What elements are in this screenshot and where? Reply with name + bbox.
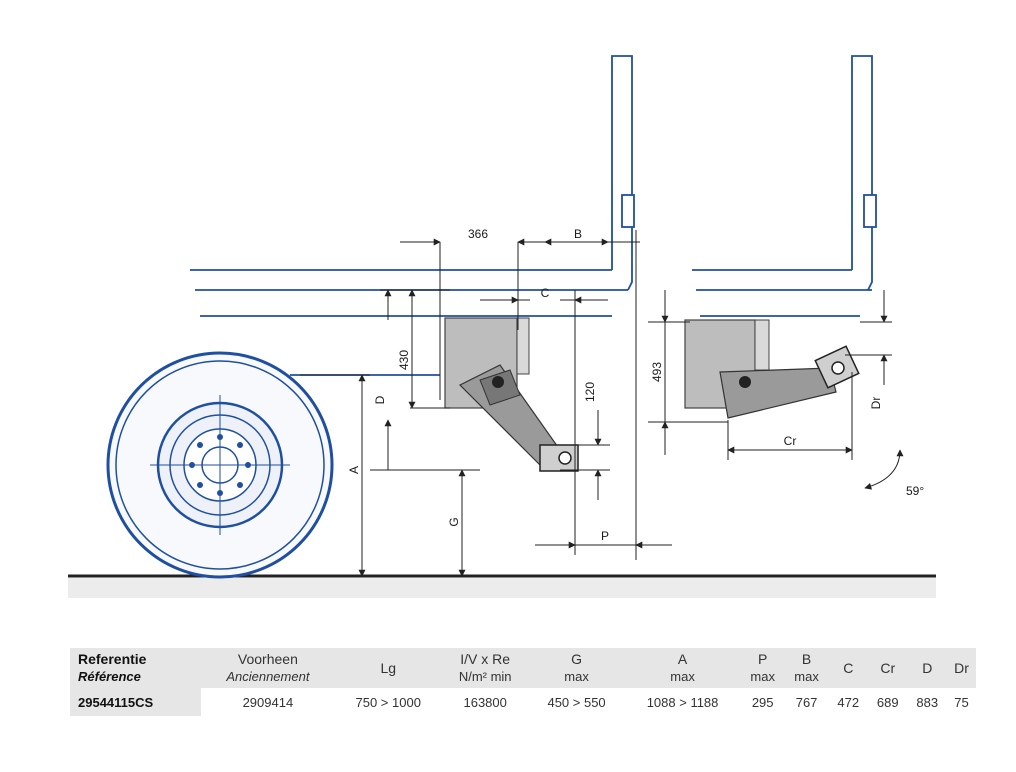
cell-iv-re: 163800 — [463, 694, 507, 710]
cell-dr: 75 — [954, 694, 969, 710]
ground-shadow — [68, 578, 936, 598]
header-c: C — [828, 648, 869, 688]
header-dr: Dr — [947, 648, 976, 688]
cell-referentie: 29544115CS — [70, 688, 201, 716]
label-A: A — [347, 466, 361, 474]
label-120: 120 — [583, 382, 597, 402]
left-underrun-mechanism — [444, 317, 579, 472]
label-493: 493 — [650, 362, 664, 382]
label-G: G — [447, 517, 461, 526]
cell-p: 295 — [751, 694, 774, 710]
cell-g: 450 > 550 — [547, 694, 606, 710]
label-430: 430 — [397, 350, 411, 370]
cell-voorheen: 2909414 — [242, 694, 294, 710]
dimension-labels: 366 B C 430 D A 120 G P 493 Cr Dr 59° — [347, 227, 924, 543]
cell-cr: 689 — [876, 694, 899, 710]
label-Dr: Dr — [869, 397, 883, 410]
cell-b: 767 — [795, 694, 818, 710]
technical-diagram: 366 B C 430 D A 120 G P 493 Cr Dr 59° — [68, 55, 936, 598]
cell-c: 472 — [837, 694, 860, 710]
header-cr: Cr — [868, 648, 908, 688]
label-angle: 59° — [906, 484, 924, 498]
header-d: D — [907, 648, 948, 688]
header-lg: Lg — [334, 648, 442, 688]
dimension-lines — [300, 230, 904, 577]
cell-lg: 750 > 1000 — [355, 694, 421, 710]
wheel — [106, 351, 334, 579]
right-underrun-mechanism — [684, 319, 860, 419]
label-B: B — [574, 227, 582, 241]
cell-d: 883 — [916, 694, 939, 710]
right-chassis — [692, 55, 877, 317]
label-P: P — [601, 529, 609, 543]
label-C: C — [541, 286, 550, 300]
table-row: 29544115CS 2909414 750 > 1000 163800 450… — [70, 688, 976, 716]
label-366: 366 — [468, 227, 488, 241]
cell-a: 1088 > 1188 — [646, 694, 719, 710]
label-D: D — [373, 395, 387, 404]
label-Cr: Cr — [784, 434, 797, 448]
